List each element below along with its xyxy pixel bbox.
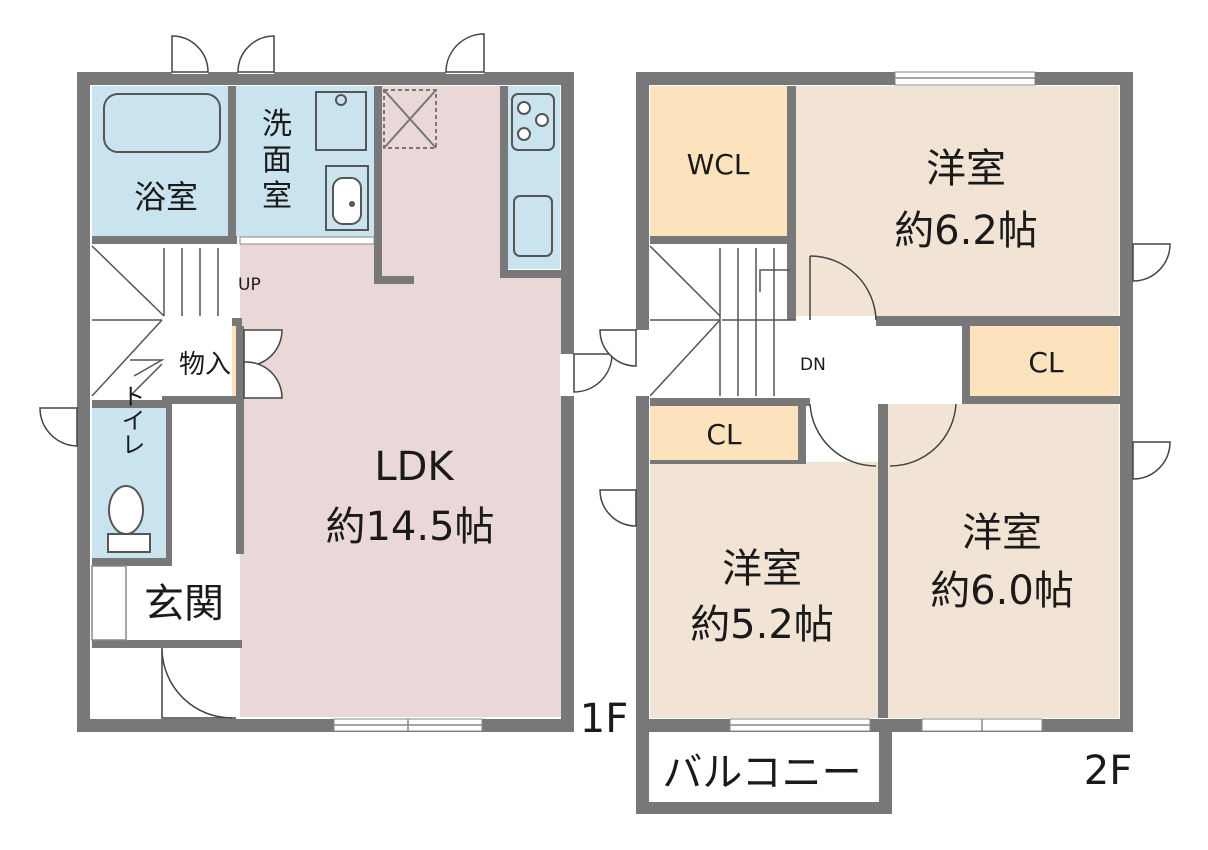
entrance-label: 玄関: [144, 581, 224, 627]
toilet-door[interactable]: [39, 407, 78, 447]
floor1-label: 1F: [580, 696, 628, 742]
washing-machine-icon: [315, 91, 367, 151]
ldk-room: [240, 86, 561, 717]
floor2-interior-walls: [650, 86, 1120, 718]
ldk-side-door[interactable]: [573, 353, 613, 393]
floor-1: UP 浴室 洗 面 室 物入 トイレ: [39, 33, 628, 742]
wcl-room: [650, 86, 787, 236]
room-c-door[interactable]: [889, 403, 957, 467]
room-c: [888, 404, 1119, 718]
floor2-label: 2F: [1084, 748, 1132, 794]
room-b-window-door[interactable]: [599, 489, 637, 527]
room-c-window-door[interactable]: [1132, 441, 1171, 480]
cl-right-label: CL: [1028, 346, 1064, 379]
stair-window[interactable]: [599, 329, 637, 367]
storage-label: 物入: [179, 350, 231, 380]
floor-2: DN WCL 洋室 約6.2帖 CL CL 洋室 約5.2帖 洋室 約: [599, 71, 1171, 814]
ldk-size-label: 約14.5帖: [325, 504, 494, 550]
cl-right-room: [970, 326, 1119, 396]
washroom-label-1: 洗: [262, 107, 292, 142]
room-a-door[interactable]: [809, 255, 877, 321]
refrigerator-icon: [383, 89, 437, 149]
entrance-door[interactable]: [161, 648, 236, 719]
room-c-size-label: 約6.0帖: [930, 568, 1074, 614]
toilet-icon: [107, 485, 151, 553]
balcony-label: バルコニー: [662, 750, 861, 796]
room-b-size-label: 約5.2帖: [690, 602, 834, 648]
washroom-label-2: 面: [262, 143, 292, 178]
washroom-label-3: 室: [262, 179, 292, 214]
stairs-up-label: UP: [238, 275, 261, 295]
wcl-label: WCL: [687, 148, 750, 181]
stairs-dn-label: DN: [800, 355, 826, 375]
stairs-1f: [91, 245, 232, 397]
bath-label: 浴室: [134, 178, 198, 216]
bathtub-icon: [103, 93, 221, 153]
room-a-window-door[interactable]: [1132, 243, 1171, 282]
room-c-name-label: 洋室: [962, 510, 1042, 556]
room-a-size-label: 約6.2帖: [894, 208, 1038, 254]
stairs-2f: [649, 245, 796, 397]
room-b-name-label: 洋室: [722, 546, 802, 592]
kitchen-sink-icon: [513, 195, 553, 257]
room-b-door[interactable]: [809, 403, 877, 467]
room-a: [796, 86, 1119, 316]
ldk-name-label: LDK: [374, 444, 455, 490]
toilet-label: トイレ: [117, 384, 145, 456]
room-b: [650, 462, 878, 718]
cl-left-room: [650, 406, 798, 460]
cl-left-label: CL: [706, 418, 742, 451]
room-a-name-label: 洋室: [926, 146, 1006, 192]
